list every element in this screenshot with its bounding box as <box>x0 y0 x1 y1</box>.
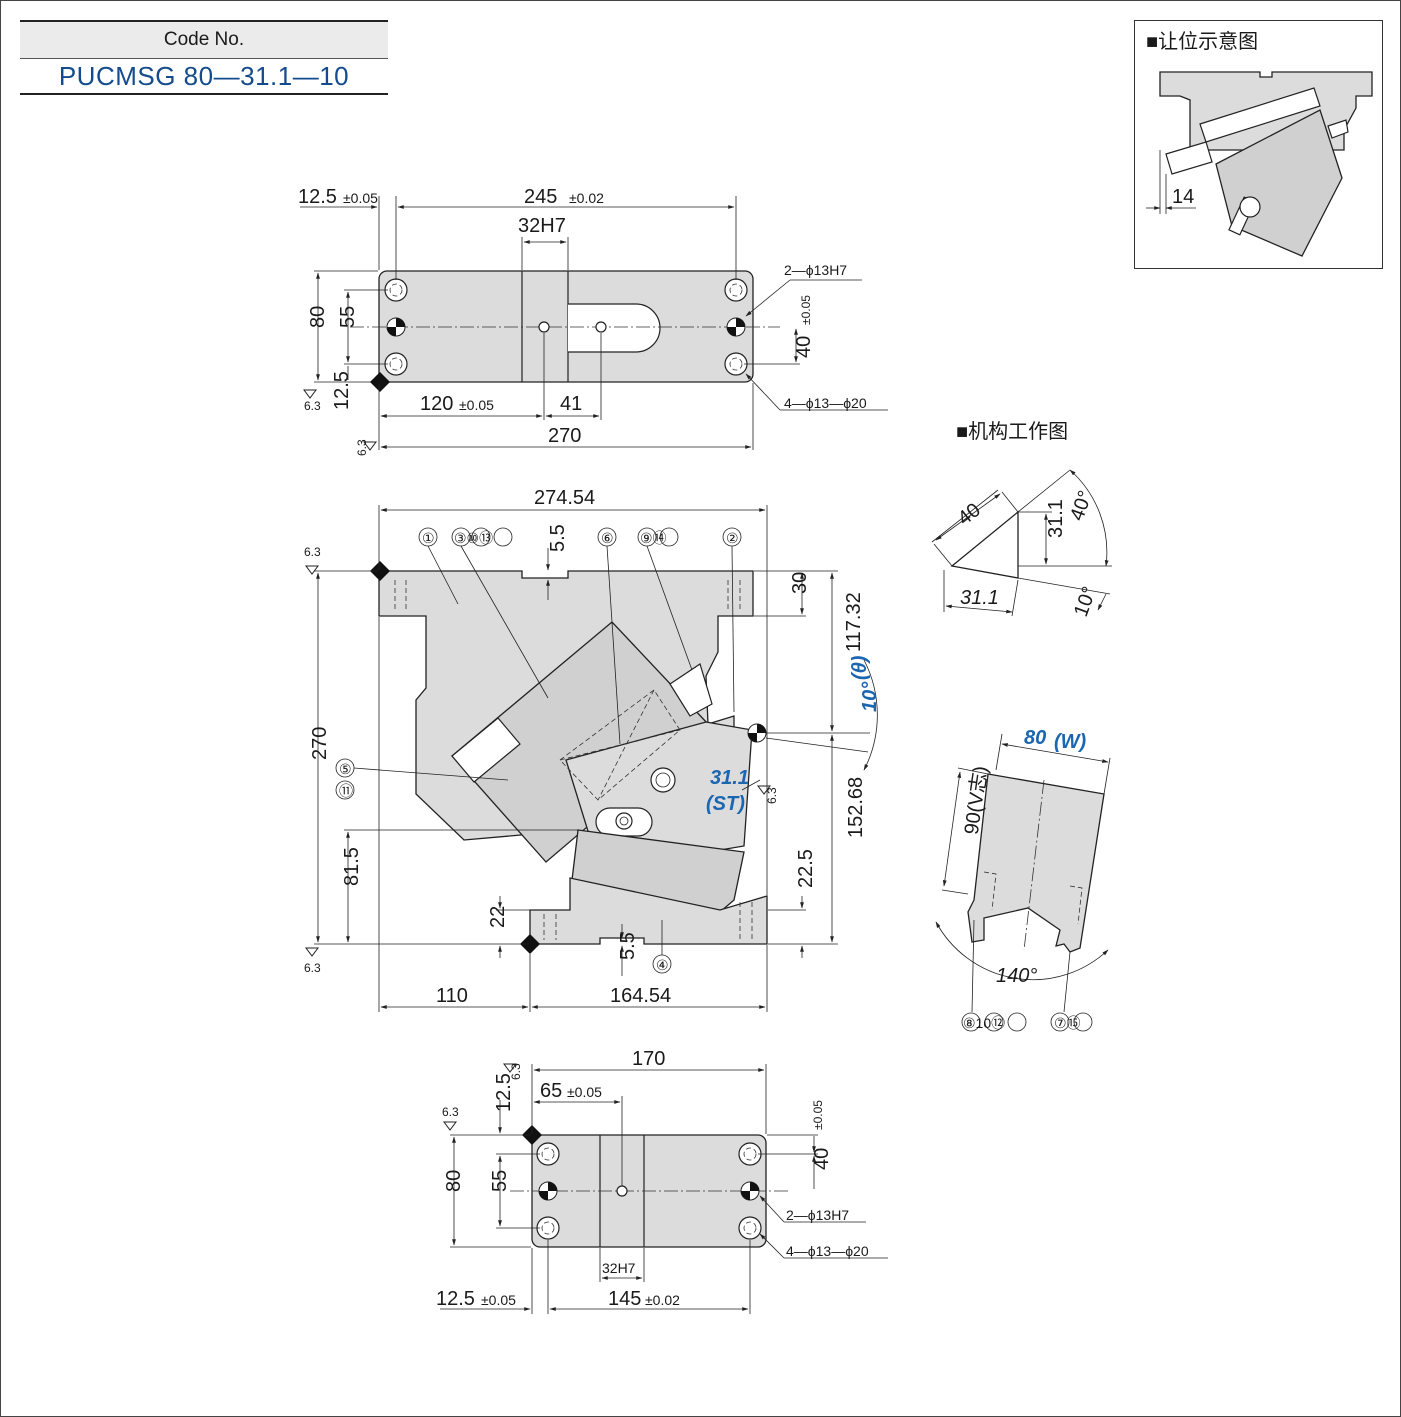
code-number-value: PUCMSG 80—31.1—10 <box>20 59 388 95</box>
svg-text:6.3: 6.3 <box>355 439 369 456</box>
top-dim-40: 40 <box>793 336 815 358</box>
svg-text:±0.05: ±0.05 <box>567 1084 602 1100</box>
svg-text:6.3: 6.3 <box>442 1105 459 1119</box>
callout-3: ③⑩⑬ <box>454 530 493 546</box>
svg-text:6.3: 6.3 <box>304 961 321 975</box>
callout-1: ① <box>422 530 435 546</box>
bottom-hole-4: 4—ϕ13—ϕ20 <box>786 1243 869 1259</box>
front-dim-81-5: 81.5 <box>341 847 363 886</box>
svg-text:(θ): (θ) <box>849 655 871 680</box>
wedge-callout-right: ⑦⑮ <box>1054 1015 1081 1031</box>
top-dim-32h7: 32H7 <box>518 215 566 237</box>
front-dim-164-54: 164.54 <box>610 985 671 1007</box>
front-stroke-31-1: 31.1 <box>710 767 749 789</box>
bottom-dim-12-5-b: 12.5 <box>436 1288 475 1310</box>
wedge-width-symbol: (W) <box>1054 731 1087 753</box>
svg-text:±0.05: ±0.05 <box>811 1100 825 1130</box>
top-dim-12-5: 12.5 <box>298 186 337 208</box>
bottom-hole-2: 2—ϕ13H7 <box>786 1207 849 1223</box>
front-dim-5-5-top: 5.5 <box>547 524 569 552</box>
wedge-angle: 140° <box>996 965 1037 987</box>
top-view: 12.5 ±0.05 245 ±0.02 32H7 2—ϕ13H7 4—ϕ13—… <box>298 186 888 456</box>
top-hole-4: 4—ϕ13—ϕ20 <box>784 395 867 411</box>
top-dim-270: 270 <box>548 425 581 447</box>
code-number-label: Code No. <box>20 20 388 59</box>
mech-angle-10: 10° <box>1070 584 1101 620</box>
bottom-view: 170 6.3 65 ±0.05 80 6.3 55 12.5 40 ±0.05… <box>436 1048 888 1314</box>
bottom-dim-65: 65 <box>540 1080 562 1102</box>
front-dim-22: 22 <box>487 906 509 928</box>
front-stroke-st: (ST) <box>706 793 745 815</box>
front-dim-10-theta: 10° <box>859 681 881 712</box>
svg-text:±0.05: ±0.05 <box>343 190 378 206</box>
bottom-dim-170: 170 <box>632 1048 665 1070</box>
svg-text:6.3: 6.3 <box>304 545 321 559</box>
callout-6: ⑥ <box>601 530 614 546</box>
mech-dim-31-1-vert: 31.1 <box>1045 499 1067 538</box>
top-dim-245: 245 <box>524 186 557 208</box>
top-dim-41: 41 <box>560 393 582 415</box>
svg-text:±0.02: ±0.02 <box>569 190 604 206</box>
top-dim-120: 120 <box>420 393 453 415</box>
svg-text:±0.05: ±0.05 <box>481 1292 516 1308</box>
bottom-dim-55: 55 <box>489 1170 511 1192</box>
clearance-diagram-title: ■让位示意图 <box>1146 30 1258 53</box>
callout-11: ⑪ <box>339 783 353 799</box>
top-dim-12-5-left: 12.5 <box>331 371 353 410</box>
callout-2: ② <box>726 530 739 546</box>
mechanism-title: ■机构工作图 <box>956 420 1068 443</box>
bottom-dim-145: 145 <box>608 1288 641 1310</box>
svg-text:±0.02: ±0.02 <box>645 1292 680 1308</box>
front-dim-152-68: 152.68 <box>845 777 867 838</box>
front-dim-22-5: 22.5 <box>795 849 817 888</box>
front-view: ① ③⑩⑬ ⑥ ⑨⑭ ② ⑤ ⑪ ④ 274.54 5.5 30 117.32 … <box>304 487 881 1012</box>
clearance-dimension: 14 <box>1172 186 1194 208</box>
top-dim-55: 55 <box>337 306 359 328</box>
mechanism-diagram: ■机构工作图 40 31.1 31.1 40° 10° <box>931 420 1112 620</box>
front-dim-117-32: 117.32 <box>843 592 865 652</box>
front-dim-110: 110 <box>436 985 468 1007</box>
front-dim-274-54: 274.54 <box>534 487 595 509</box>
svg-text:±0.05: ±0.05 <box>459 397 494 413</box>
callout-5: ⑤ <box>339 761 352 777</box>
top-dim-80: 80 <box>307 306 329 328</box>
front-dim-30: 30 <box>789 572 811 594</box>
wedge-diagram: 80 (W) 90(V志) 140° ⑧10⑫ ⑦⑮ <box>935 727 1111 1032</box>
clearance-diagram-box <box>1134 20 1383 269</box>
wedge-width: 80 <box>1024 727 1046 749</box>
svg-text:6.3: 6.3 <box>509 1063 523 1080</box>
front-dim-270: 270 <box>309 727 331 760</box>
bottom-dim-12-5-a: 12.5 <box>493 1073 515 1112</box>
front-dim-5-5-bottom: 5.5 <box>617 932 639 960</box>
mech-angle-40: 40° <box>1066 488 1097 524</box>
bottom-dim-40: 40 <box>811 1148 833 1170</box>
clearance-diagram: ■让位示意图 14 <box>1146 30 1373 257</box>
bottom-dim-80: 80 <box>443 1170 465 1192</box>
callout-4: ④ <box>656 957 669 973</box>
top-hole-2: 2—ϕ13H7 <box>784 262 847 278</box>
wedge-callout-left: ⑧10⑫ <box>963 1015 1005 1031</box>
mech-dim-31-1-horiz: 31.1 <box>960 587 999 609</box>
callout-9: ⑨⑭ <box>640 530 667 546</box>
svg-text:6.3: 6.3 <box>765 787 779 804</box>
svg-text:±0.05: ±0.05 <box>799 295 813 325</box>
svg-text:6.3: 6.3 <box>304 399 321 413</box>
bottom-dim-32h7: 32H7 <box>602 1260 636 1276</box>
